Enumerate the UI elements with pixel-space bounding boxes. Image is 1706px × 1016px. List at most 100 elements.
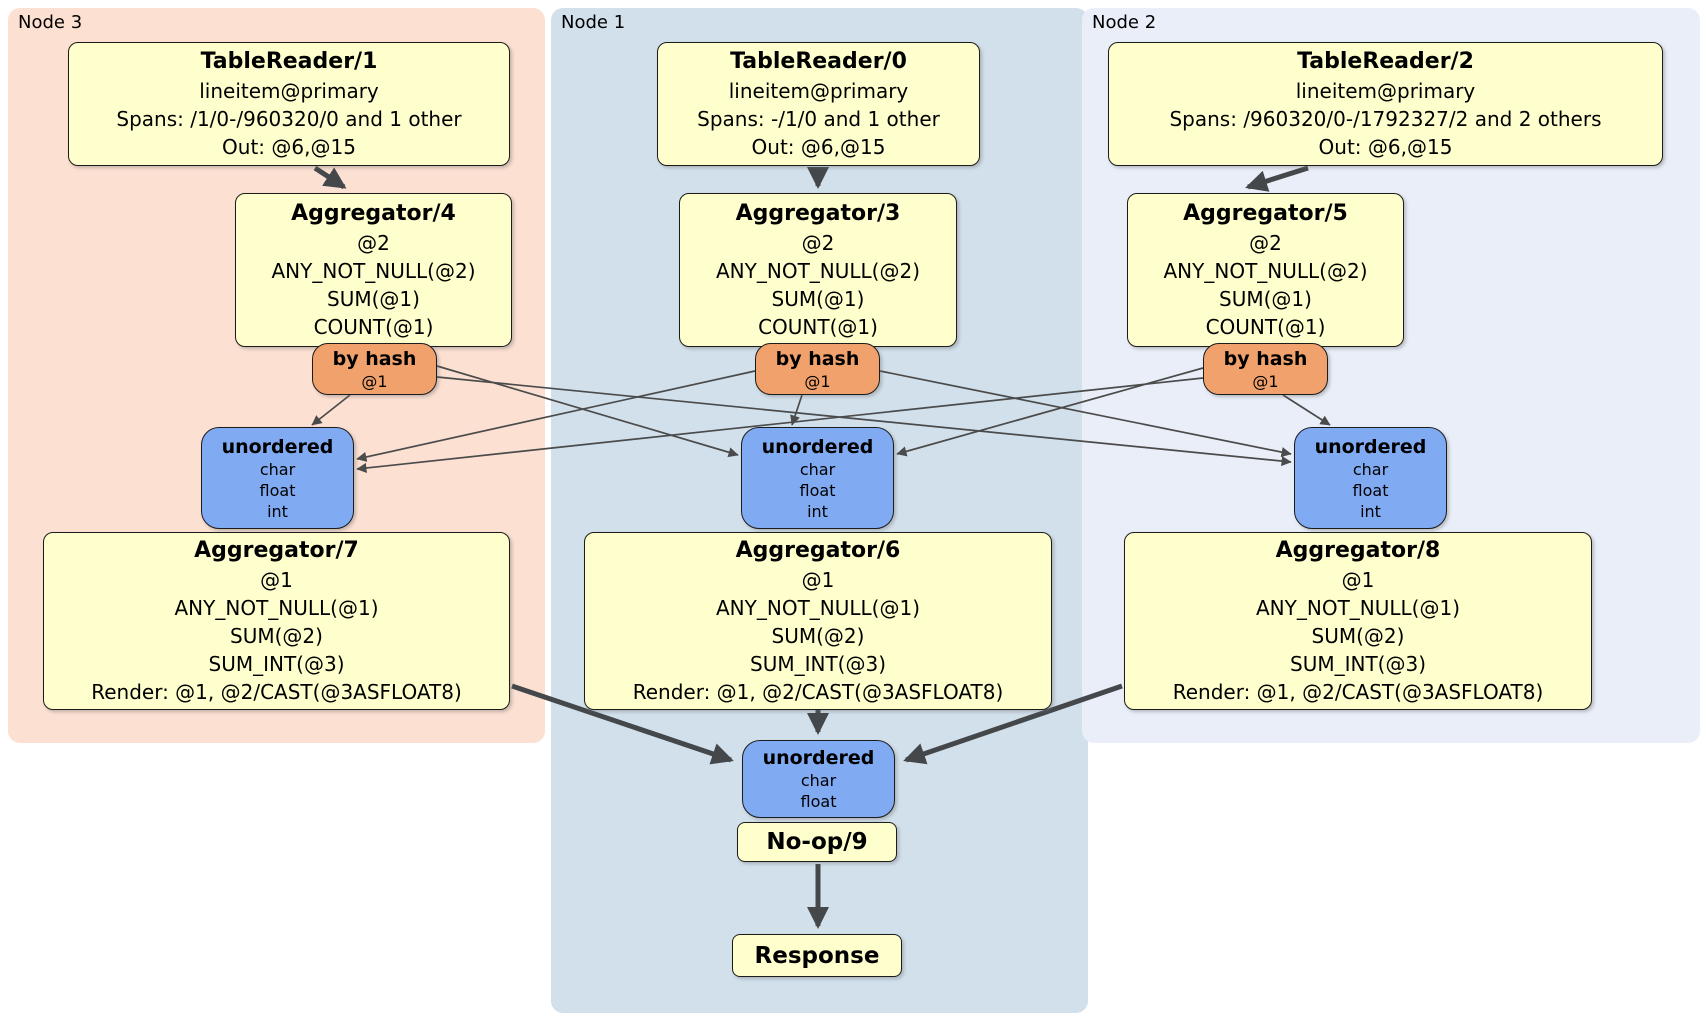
processor-title: TableReader/2 (1297, 49, 1474, 74)
box-line: Out: @6,@15 (222, 135, 356, 159)
box-line: COUNT(@1) (758, 315, 878, 339)
box-line: SUM_INT(@3) (1290, 652, 1426, 676)
processor-title: TableReader/0 (730, 49, 907, 74)
box-line: ANY_NOT_NULL(@1) (1256, 596, 1460, 620)
link-hash2-sync2 (1282, 394, 1331, 426)
processor-response: Response (732, 934, 902, 977)
box-line: SUM(@1) (327, 287, 420, 311)
sync-title: unordered (761, 435, 874, 458)
box-line: float (799, 480, 836, 500)
link-hash2-sync1 (896, 367, 1204, 457)
router-details: @1 (317, 371, 432, 392)
box-line: int (807, 501, 828, 521)
box-line: Out: @6,@15 (1318, 135, 1453, 159)
router-title: by hash (1223, 347, 1308, 370)
router-title: by hash (332, 347, 417, 370)
region-node2-label: Node 2 (1092, 12, 1157, 33)
box-line: ANY_NOT_NULL(@2) (1163, 259, 1368, 283)
processor-title: No-op/9 (766, 829, 868, 855)
box-line: SUM(@1) (771, 287, 865, 311)
box-line: ANY_NOT_NULL(@1) (716, 596, 920, 620)
arrow-tr2-agg5 (1245, 165, 1309, 192)
box-line: int (267, 501, 288, 521)
region-node1-label: Node 1 (561, 12, 626, 33)
link-hash3-sync3 (311, 394, 351, 426)
box-line: @1 (260, 568, 293, 592)
link-hash2-sync3 (356, 377, 1204, 474)
region-node3-label: Node 3 (18, 12, 83, 33)
box-line: char (259, 459, 296, 479)
processor-noop-9: No-op/9 (737, 822, 897, 862)
box-line: int (1360, 501, 1381, 521)
router-details: @1 (760, 371, 875, 392)
router-title: by hash (775, 347, 860, 370)
box-line: lineitem@primary (199, 79, 379, 103)
box-line: lineitem@primary (728, 79, 909, 103)
box-line: SUM(@2) (230, 624, 323, 648)
processor-title: Response (754, 942, 880, 969)
processor-title: Aggregator/6 (735, 538, 901, 563)
box-line: @1 (1252, 371, 1279, 391)
box-line: lineitem@primary (1295, 79, 1476, 103)
processor-title: Aggregator/5 (1183, 201, 1348, 226)
box-line: ANY_NOT_NULL(@2) (271, 259, 476, 283)
processor-title: Aggregator/8 (1275, 538, 1441, 563)
box-line: @2 (801, 231, 835, 255)
box-line: @1 (1341, 568, 1375, 592)
box-line: SUM(@1) (1219, 287, 1312, 311)
box-line: ANY_NOT_NULL(@2) (716, 259, 920, 283)
router-by-hash-node3: by hash @1 (312, 343, 437, 395)
link-hash1-sync2 (879, 370, 1292, 458)
box-line: COUNT(@1) (1205, 315, 1326, 339)
box-line: SUM_INT(@3) (208, 652, 345, 676)
box-line: SUM(@2) (771, 624, 865, 648)
box-line: float (1352, 480, 1389, 500)
link-hash1-sync3 (356, 370, 756, 462)
router-details: @1 (1208, 371, 1323, 392)
box-line: Render: @1, @2/CAST(@3ASFLOAT8) (1172, 680, 1544, 704)
box-line: @2 (357, 231, 390, 255)
box-line: char (1352, 459, 1389, 479)
arrow-agg7-syncfinal (511, 683, 734, 765)
processor-title: Aggregator/3 (735, 201, 901, 226)
box-line: float (259, 480, 296, 500)
router-by-hash-node2: by hash @1 (1203, 343, 1328, 395)
arrow-agg8-syncfinal (903, 683, 1123, 765)
box-line: float (800, 792, 837, 811)
sync-title: unordered (221, 435, 334, 458)
box-line: Spans: -/1/0 and 1 other (697, 107, 940, 131)
sync-title: unordered (1314, 435, 1427, 458)
box-line: @1 (361, 371, 388, 391)
arrow-tr1-agg4 (313, 165, 347, 190)
link-hash3-sync1 (436, 365, 739, 458)
box-line: @2 (1249, 231, 1282, 255)
box-line: Out: @6,@15 (751, 135, 886, 159)
box-line: Spans: /960320/0-/1792327/2 and 2 others (1169, 107, 1602, 131)
